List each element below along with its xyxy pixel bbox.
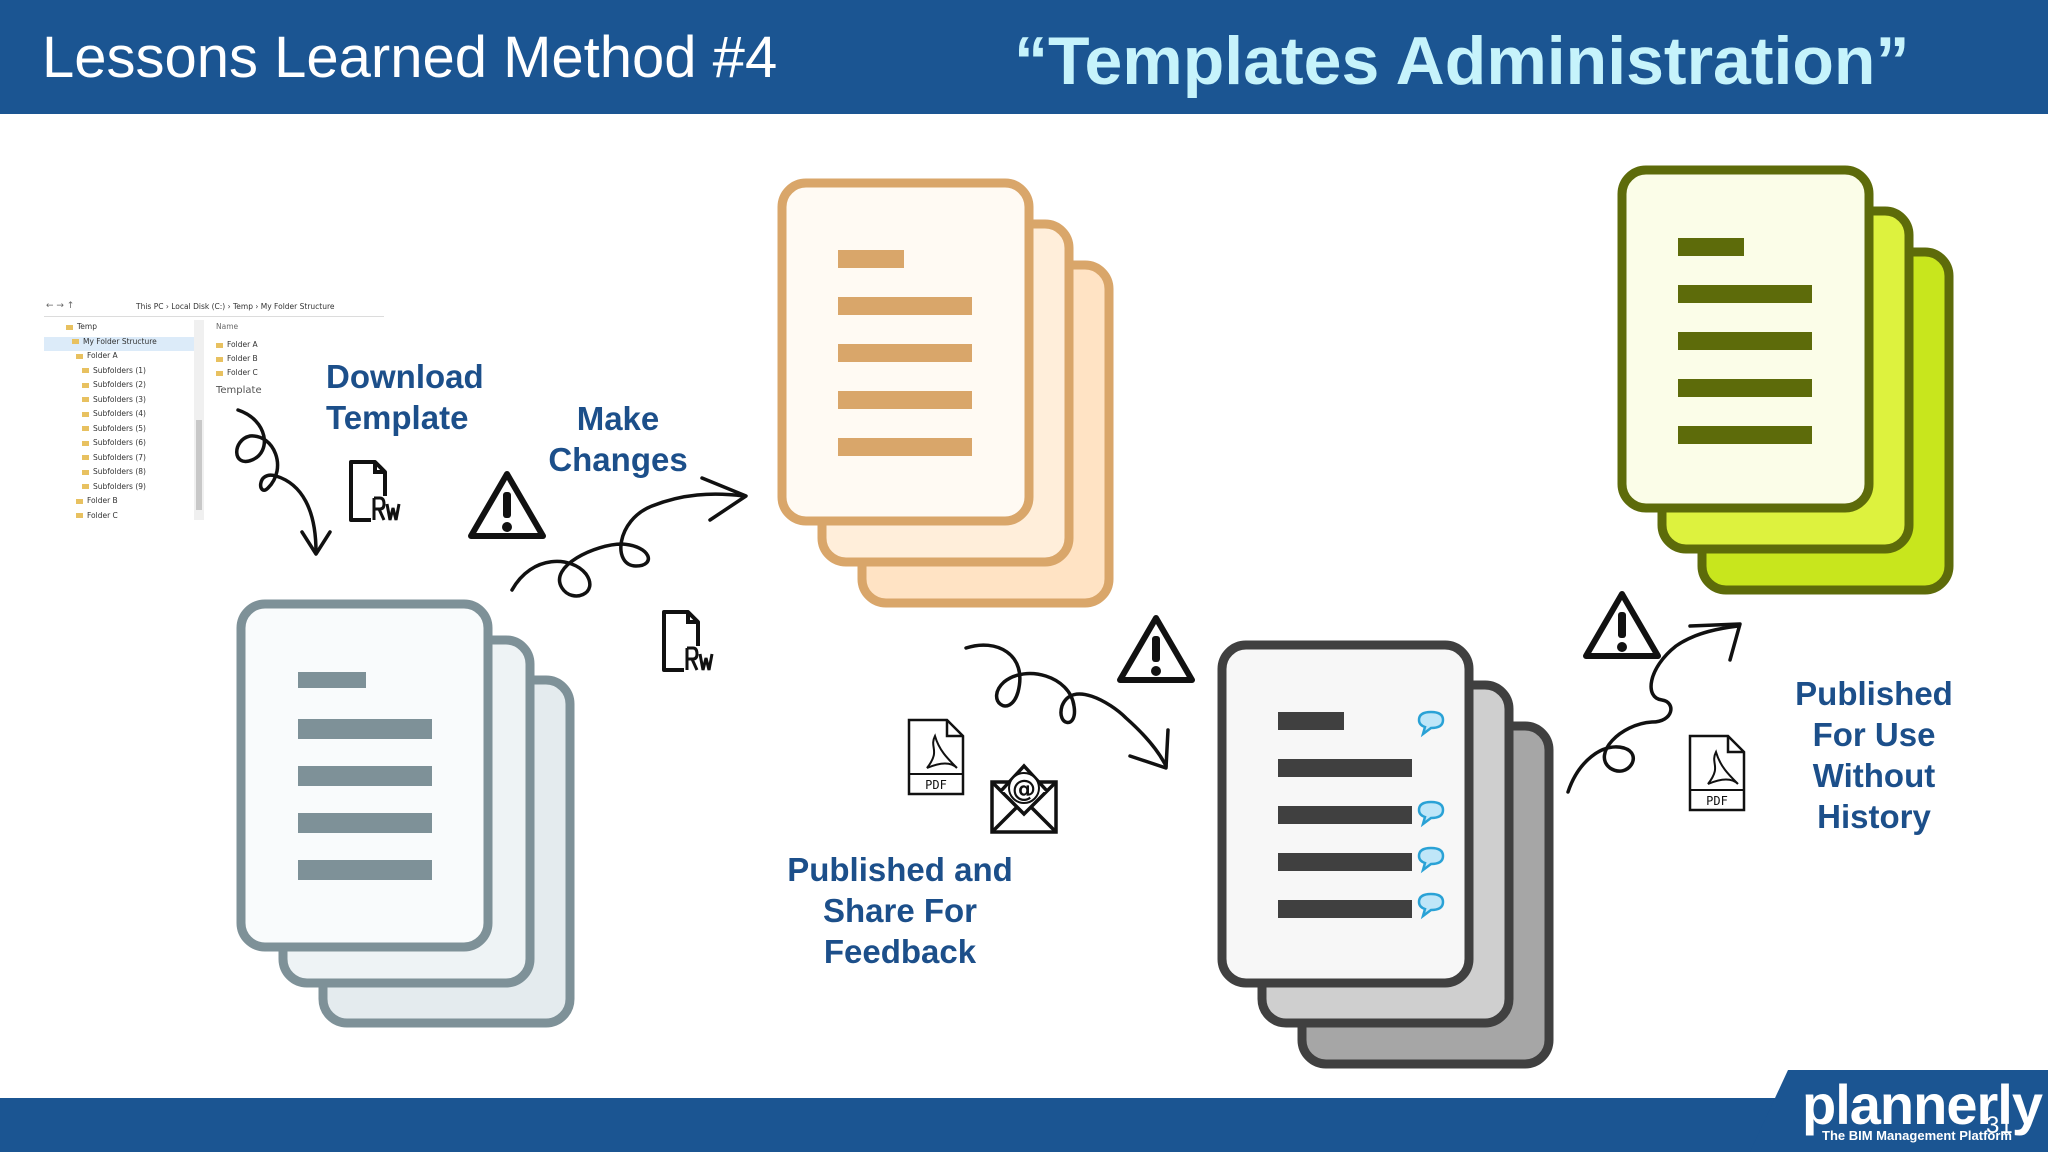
brand-tab [1750,1070,2048,1152]
label-published-share-feedback: Published and Share For Feedback [787,851,1013,970]
folder-icon [82,455,89,460]
nav-arrows-icon: ← → ↑ [46,301,75,311]
folder-icon [82,397,89,402]
pdf-file-icon [1688,734,1746,812]
folder-icon [72,339,79,344]
curly-arrow-feedback [964,643,1170,770]
explorer-address-bar: ← → ↑ This PC › Local Disk (C:) › Temp ›… [44,298,384,317]
brand-tagline: The BIM Management Platform [1822,1128,2012,1143]
folder-icon [82,484,89,489]
folder-icon [82,382,89,388]
warning-icon [1586,594,1658,656]
file-list-item: Folder C [216,368,376,382]
folder-icon [82,426,89,431]
brand-logo-text: plannerly [1802,1073,2043,1136]
document-stack-gray [236,599,575,1028]
curly-arrow-publish [1566,622,1742,794]
folder-icon [216,342,223,348]
tree-item: Subfolders (5) [44,424,194,439]
curly-arrow-make-changes [510,476,748,598]
folder-icon [216,370,223,376]
folder-icon [76,498,83,504]
tree-item: My Folder Structure [44,336,194,351]
folder-icon [66,324,73,330]
page-number: 31 [1986,1112,2013,1139]
document-stack-green [1617,165,1954,595]
tree-item: Temp [44,322,194,337]
folder-icon [216,356,223,362]
folder-icon [82,411,89,417]
explorer-scrollbar [194,320,204,520]
explorer-tree: Temp My Folder Structure Folder A Subfol… [44,322,194,525]
tree-item: Folder B [44,496,194,511]
revit-file-icon [349,460,401,524]
label-make-changes: Make Changes [548,400,688,478]
column-header-name: Name [216,322,239,331]
tree-item: Subfolders (4) [44,409,194,424]
document-stack-orange [777,178,1114,608]
slide-header: Lessons Learned Method #4 “Templates Adm… [0,0,2048,114]
pdf-file-icon [907,718,965,796]
label-published-for-use: Published For Use Without History [1795,675,1953,835]
folder-icon [82,469,89,475]
folder-icon [76,513,83,518]
tree-item: Subfolders (3) [44,395,194,410]
tree-item: Subfolders (8) [44,467,194,482]
label-download-template: Download Template [326,358,484,436]
slide-title: Lessons Learned Method #4 [42,25,778,90]
curly-arrow-download [235,408,332,556]
folder-icon [82,368,89,373]
tree-item: Subfolders (6) [44,438,194,453]
tree-item: Subfolders (7) [44,453,194,468]
document-stack-dark [1217,640,1554,1069]
slide-subtitle: “Templates Administration” [1014,23,1910,99]
explorer-file-list: Name Folder A Folder B Folder C Template [216,322,376,396]
tree-item: Subfolders (2) [44,380,194,395]
folder-icon [76,353,83,359]
warning-icon [1120,618,1192,680]
slide-footer [0,1098,2048,1152]
tree-item: Subfolders (9) [44,482,194,497]
file-list-item: Folder A [216,340,376,354]
file-list-item: Folder B [216,354,376,368]
tree-item: Subfolders (1) [44,366,194,381]
warning-icon [471,474,543,536]
folder-icon [82,440,89,446]
svg-text:@: @ [1012,775,1036,803]
template-file-item: Template [216,385,262,396]
tree-item: Folder A [44,351,194,366]
email-icon: @ [990,763,1058,834]
file-explorer-screenshot: ← → ↑ This PC › Local Disk (C:) › Temp ›… [44,298,384,528]
explorer-path: This PC › Local Disk (C:) › Temp › My Fo… [136,302,335,311]
tree-item: Folder C [44,511,194,526]
revit-file-icon [662,610,714,674]
